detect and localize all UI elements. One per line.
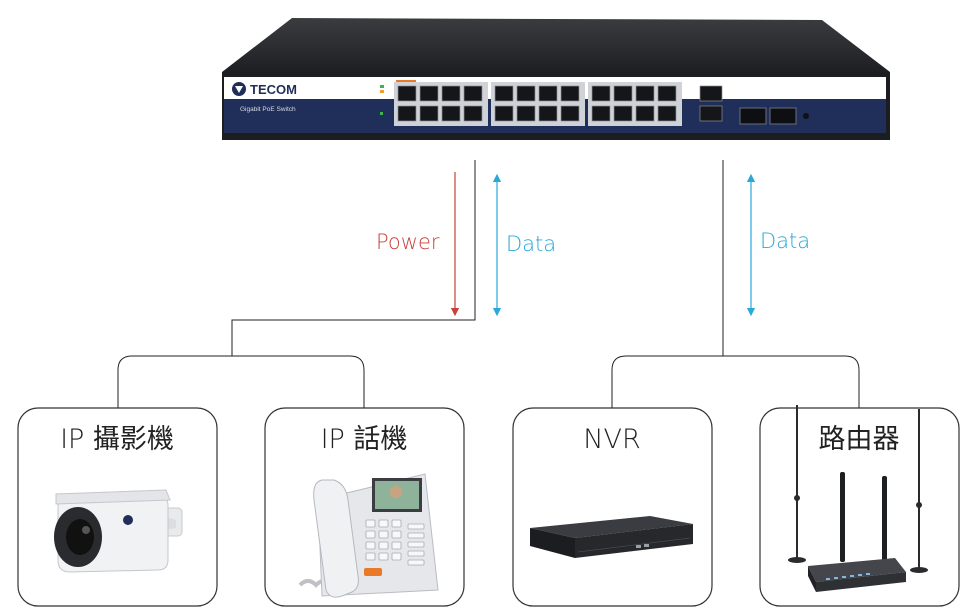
rj45-port <box>463 105 483 122</box>
tecom-logo: TECOM <box>232 82 297 97</box>
rj45-port <box>419 85 439 102</box>
rj45-port <box>397 105 417 122</box>
data-label-right: Data <box>760 229 810 253</box>
rj45-port <box>516 105 536 122</box>
rj45-port <box>613 85 633 102</box>
power-label: Power <box>376 230 440 254</box>
sfp-port <box>769 107 797 125</box>
switch-brand: TECOM <box>250 82 297 97</box>
device-card-router: 路由器 <box>759 405 960 607</box>
rj45-port <box>538 105 558 122</box>
rj45-port <box>494 105 514 122</box>
nvr-icon <box>530 516 693 558</box>
device-card-ip-camera: IP 攝影機 <box>17 407 218 607</box>
sfp-port <box>739 107 767 125</box>
device-title: IP 話機 <box>321 424 408 455</box>
router-icon <box>788 405 928 592</box>
rj45-port <box>463 85 483 102</box>
device-card-nvr: NVR <box>512 407 713 607</box>
uplink-port <box>699 85 723 102</box>
device-title: IP 攝影機 <box>60 424 174 455</box>
rj45-port <box>441 85 461 102</box>
rj45-port <box>613 105 633 122</box>
rj45-port <box>538 85 558 102</box>
rj45-port <box>657 105 677 122</box>
bullet-camera-icon <box>54 489 183 573</box>
device-card-ip-phone: IP 話機 <box>264 407 465 607</box>
reset-button <box>803 113 809 119</box>
ip-phone-icon <box>298 473 439 598</box>
rj45-port <box>591 85 611 102</box>
uplink-port <box>699 105 723 122</box>
rj45-port <box>635 105 655 122</box>
rj45-port <box>657 85 677 102</box>
rj45-port-groups <box>394 82 723 126</box>
rj45-port <box>494 85 514 102</box>
device-title: 路由器 <box>819 424 900 455</box>
rj45-port <box>560 85 580 102</box>
rj45-port <box>560 105 580 122</box>
rj45-port <box>591 105 611 122</box>
rj45-port <box>419 105 439 122</box>
rj45-port <box>441 105 461 122</box>
rj45-port <box>635 85 655 102</box>
switch-model: Gigabit PoE Switch <box>240 106 296 113</box>
rj45-port <box>516 85 536 102</box>
rj45-port <box>397 85 417 102</box>
data-label-left: Data <box>506 232 556 256</box>
device-title: NVR <box>583 424 640 455</box>
poe-switch: TECOM Gigabit PoE Switch <box>222 18 890 140</box>
switch-top-face <box>222 18 890 72</box>
connection-lines <box>117 160 860 408</box>
